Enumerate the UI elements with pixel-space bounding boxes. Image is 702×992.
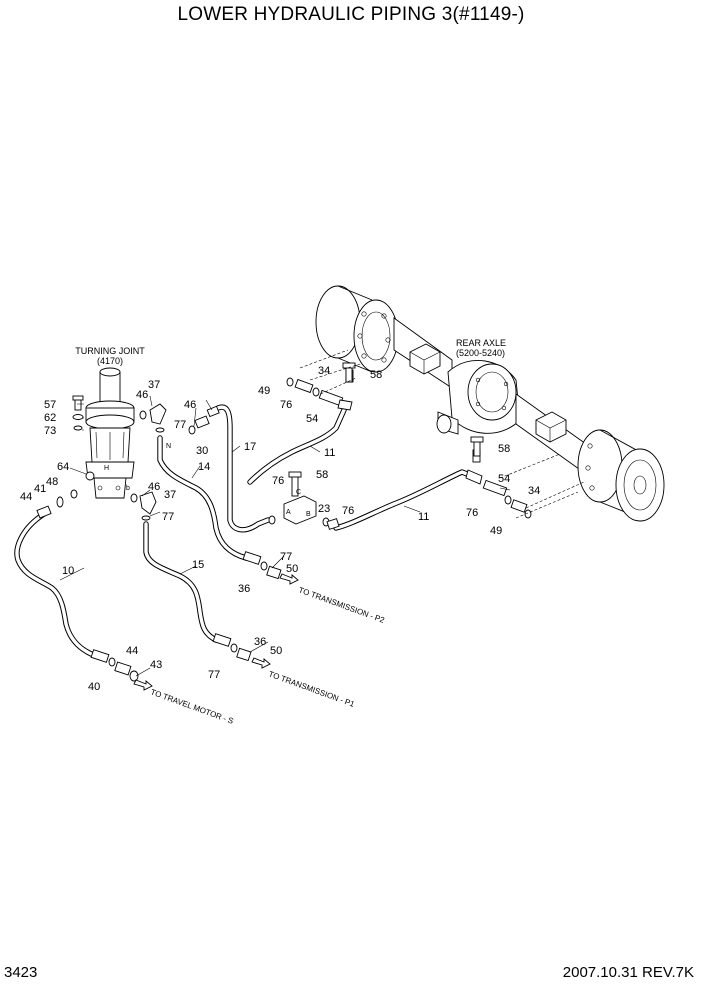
- callout-number: 64: [57, 461, 69, 473]
- callout-number: 30: [196, 445, 208, 457]
- port-mark: N: [166, 443, 171, 450]
- destination-travel-motor-s: TO TRAVEL MOTOR - S: [149, 687, 234, 725]
- callout-number: 44: [126, 645, 138, 657]
- callout-number: 58: [498, 443, 510, 455]
- callout-number: 36: [238, 583, 250, 595]
- callout-number: 77: [162, 511, 174, 523]
- callout-number: 46: [184, 399, 196, 411]
- callout-number: 37: [164, 489, 176, 501]
- fittings: [36, 362, 532, 682]
- page-title: LOWER HYDRAULIC PIPING 3(#1149-): [177, 4, 525, 25]
- port-mark: C: [296, 489, 301, 496]
- callout-number: 76: [342, 505, 354, 517]
- callout-number: 46: [148, 481, 160, 493]
- callout-number: 58: [316, 469, 328, 481]
- part-callouts: 57 62 73 64 44 41 48 46 37 46 77 30 46 3…: [20, 365, 540, 693]
- assembly-labels: TURNING JOINT (4170) REAR AXLE (5200-524…: [75, 338, 506, 366]
- callout-number: 15: [192, 559, 204, 571]
- callout-number: 46: [136, 389, 148, 401]
- callout-number: 76: [280, 399, 292, 411]
- callout-number: 14: [198, 461, 210, 473]
- callout-number: 40: [88, 681, 100, 693]
- callout-number: 44: [20, 491, 32, 503]
- callout-number: 34: [318, 365, 330, 377]
- callout-number: 36: [254, 636, 266, 648]
- turning-joint-label: TURNING JOINT: [75, 346, 145, 356]
- port-mark: A: [286, 509, 291, 516]
- destination-arrows: [133, 573, 299, 691]
- callout-number: 77: [174, 419, 186, 431]
- hose-lines: [14, 404, 475, 659]
- callout-number: 41: [34, 483, 46, 495]
- callout-number: 43: [150, 659, 162, 671]
- callout-number: 62: [44, 412, 56, 424]
- callout-number: 34: [528, 485, 540, 497]
- callout-number: 58: [370, 369, 382, 381]
- callout-number: 17: [244, 441, 256, 453]
- destination-transmission-p2: TO TRANSMISSION - P2: [297, 585, 386, 625]
- callout-number: 37: [148, 379, 160, 391]
- callout-number: 49: [258, 385, 270, 397]
- page-number: 3423: [4, 964, 38, 981]
- callout-number: 50: [270, 645, 282, 657]
- callout-number: 57: [44, 399, 56, 411]
- callout-number: 73: [44, 425, 56, 437]
- callout-number: 76: [466, 507, 478, 519]
- callout-number: 77: [280, 551, 292, 563]
- destination-transmission-p1: TO TRANSMISSION - P1: [267, 669, 356, 709]
- callout-number: 54: [498, 473, 510, 485]
- port-mark: B: [306, 511, 311, 518]
- callout-number: 77: [208, 669, 220, 681]
- turning-joint-code: (4170): [97, 356, 123, 366]
- port-mark: b: [126, 485, 130, 492]
- revision-stamp: 2007.10.31 REV.7K: [562, 964, 694, 981]
- callout-number: 10: [62, 565, 74, 577]
- callout-number: 48: [46, 476, 58, 488]
- rear-axle-label: REAR AXLE: [456, 338, 506, 348]
- destination-labels: TO TRANSMISSION - P2 TO TRANSMISSION - P…: [149, 585, 386, 725]
- callout-number: 50: [286, 563, 298, 575]
- callout-number: 76: [272, 475, 284, 487]
- callout-number: 49: [490, 525, 502, 537]
- callout-number: 23: [318, 503, 330, 515]
- callout-number: 11: [324, 447, 335, 459]
- port-mark: H: [104, 465, 109, 472]
- leader-lines: [59, 349, 585, 677]
- port-marks: H N b C A B: [104, 443, 311, 518]
- callout-number: 11: [418, 511, 429, 523]
- callout-number: 54: [306, 413, 318, 425]
- rear-axle-drawing: [315, 285, 665, 522]
- rear-axle-code: (5200-5240): [456, 348, 505, 358]
- turning-joint-drawing: [72, 367, 135, 499]
